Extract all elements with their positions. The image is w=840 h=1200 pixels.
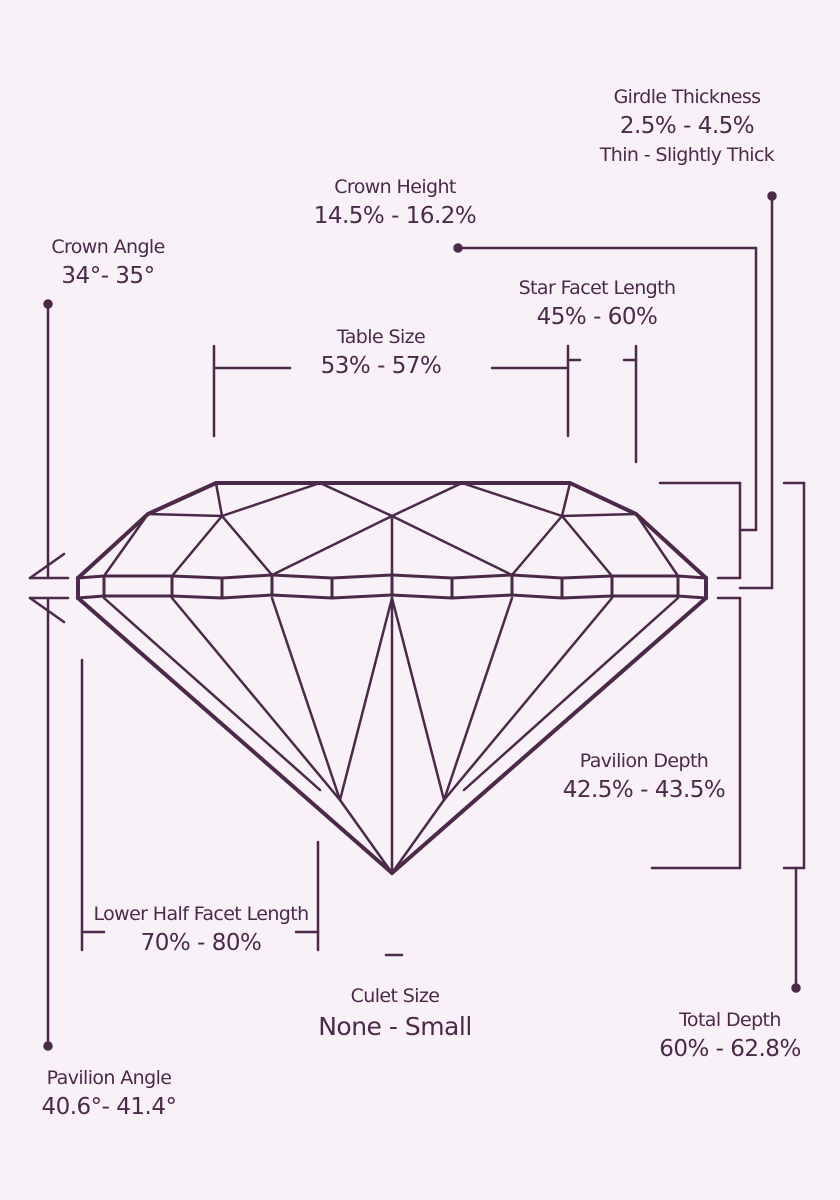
pavilion-angle-value: 40.6°- 41.4° [41, 1093, 177, 1120]
lower-half-facet-length-value: 70% - 80% [140, 929, 262, 956]
crown-angle-name: Crown Angle [51, 236, 165, 258]
pavilion-angle-name: Pavilion Angle [46, 1067, 172, 1089]
girdle-thickness-name: Girdle Thickness [613, 86, 761, 108]
girdle-thickness-note: Thin - Slightly Thick [599, 144, 775, 167]
crown-angle-label: Crown Angle 34°- 35° [8, 236, 208, 290]
lower-half-facet-dimension [80, 658, 320, 952]
diamond-outline [76, 481, 708, 875]
total-depth-name: Total Depth [679, 1009, 781, 1031]
diamond-crown-facets [102, 481, 680, 578]
diamond-girdle [76, 573, 708, 600]
girdle-thickness-value: 2.5% - 4.5% [619, 112, 755, 139]
pavilion-depth-name: Pavilion Depth [579, 750, 709, 772]
pavilion-depth-indicator [650, 596, 742, 870]
total-depth-value: 60% - 62.8% [659, 1035, 801, 1062]
star-facet-length-name: Star Facet Length [518, 277, 676, 299]
total-depth-indicator [782, 481, 806, 993]
pavilion-angle-indicator [28, 596, 70, 1051]
pavilion-depth-label: Pavilion Depth 42.5% - 43.5% [544, 750, 744, 804]
table-size-name: Table Size [336, 326, 426, 348]
star-facet-length-value: 45% - 60% [536, 303, 658, 330]
girdle-thickness-label: Girdle Thickness 2.5% - 4.5% Thin - Slig… [587, 86, 787, 167]
girdle-thickness-indicator [716, 191, 777, 600]
table-size-label: Table Size 53% - 57% [281, 326, 481, 380]
crown-height-name: Crown Height [334, 176, 456, 198]
culet-size-name: Culet Size [350, 985, 440, 1007]
lower-half-facet-length-label: Lower Half Facet Length 70% - 80% [76, 903, 326, 957]
culet-size-value: None - Small [318, 1011, 472, 1041]
diamond-pavilion-facets [102, 596, 680, 875]
table-size-value: 53% - 57% [320, 352, 442, 379]
crown-angle-indicator [28, 299, 70, 580]
pavilion-angle-label: Pavilion Angle 40.6°- 41.4° [4, 1067, 214, 1121]
total-depth-label: Total Depth 60% - 62.8% [630, 1009, 830, 1063]
star-facet-dimension [566, 344, 638, 464]
crown-angle-value: 34°- 35° [61, 262, 155, 289]
star-facet-length-label: Star Facet Length 45% - 60% [497, 277, 697, 331]
lower-half-facet-length-name: Lower Half Facet Length [93, 903, 309, 925]
crown-height-value: 14.5% - 16.2% [313, 202, 477, 229]
crown-height-indicator [453, 243, 758, 580]
pavilion-depth-value: 42.5% - 43.5% [562, 776, 726, 803]
crown-height-label: Crown Height 14.5% - 16.2% [295, 176, 495, 230]
culet-size-label: Culet Size None - Small [275, 985, 515, 1042]
